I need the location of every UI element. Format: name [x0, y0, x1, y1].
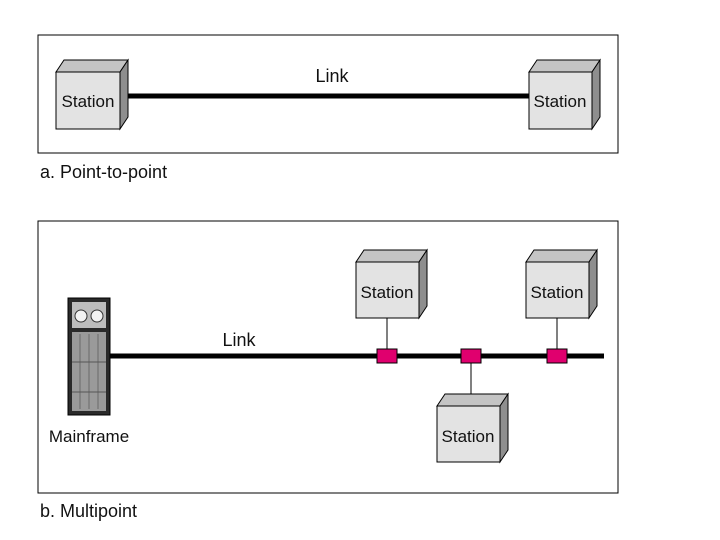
- station-b-3: Station: [436, 392, 509, 464]
- link-label-a: Link: [315, 66, 349, 86]
- station-a-right: Station: [528, 58, 601, 131]
- station-box-top: [436, 393, 509, 407]
- station-box-front: [436, 405, 501, 463]
- station-box-front: [525, 261, 590, 319]
- station-b-1: Station: [355, 248, 428, 320]
- station-label: Station: [442, 427, 495, 446]
- panel-multipoint: Link Mainframe Station: [37, 220, 619, 521]
- tap-connector: [460, 348, 482, 364]
- station-box-side: [591, 58, 601, 131]
- link-label-b: Link: [222, 330, 256, 350]
- tape-reel-icon: [74, 309, 88, 323]
- tape-reel-icon: [90, 309, 104, 323]
- station-box-front: [528, 71, 593, 130]
- caption-a: a. Point-to-point: [40, 162, 167, 182]
- station-a-left: Station: [55, 58, 129, 131]
- panel-point-to-point: Link Station Station a. Point-to-point: [37, 34, 619, 182]
- station-box-side: [119, 58, 129, 131]
- station-box-side: [499, 392, 509, 464]
- caption-b: b. Multipoint: [40, 501, 137, 521]
- station-label: Station: [361, 283, 414, 302]
- panel-b-frame: [37, 220, 619, 494]
- station-label: Station: [534, 92, 587, 111]
- station-box-front: [55, 71, 121, 130]
- station-label: Station: [531, 283, 584, 302]
- mainframe-label: Mainframe: [49, 427, 129, 446]
- station-b-2: Station: [525, 248, 598, 320]
- station-box-side: [418, 248, 428, 320]
- tap-connector: [546, 348, 568, 364]
- station-box-top: [55, 59, 129, 73]
- panel-a-frame: [37, 34, 619, 154]
- station-box-side: [588, 248, 598, 320]
- station-label: Station: [62, 92, 115, 111]
- station-box-top: [355, 249, 428, 263]
- mainframe: Mainframe: [49, 297, 129, 446]
- station-box-top: [528, 59, 601, 73]
- station-box-top: [525, 249, 598, 263]
- tap-connector: [376, 348, 398, 364]
- station-box-front: [355, 261, 420, 319]
